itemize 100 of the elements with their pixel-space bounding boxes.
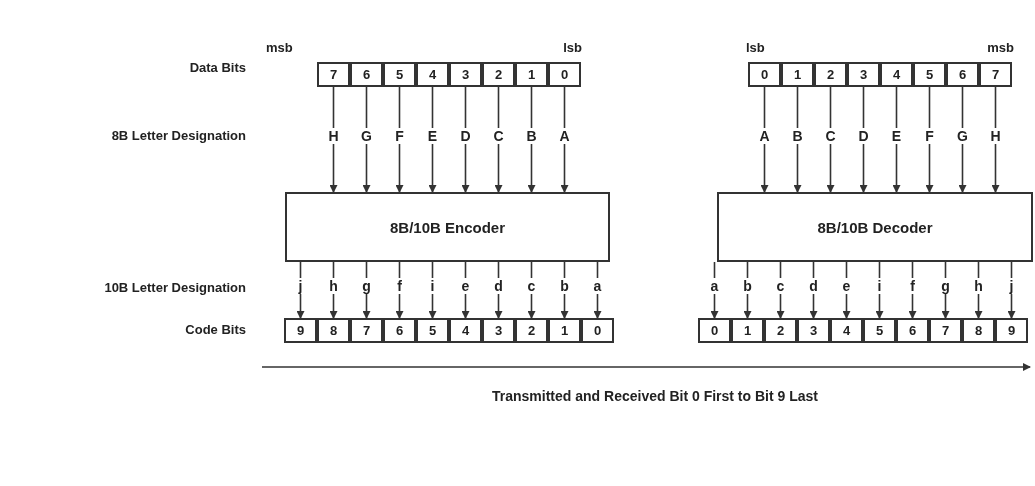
bit-order-label: msb [987, 40, 1014, 55]
bit-order-label: lsb [746, 40, 765, 55]
bit-cell: 4 [449, 318, 482, 343]
bit-cell: 3 [482, 318, 515, 343]
edge-label: B [525, 127, 538, 144]
process-box: 8B/10B Encoder [285, 192, 610, 262]
edge-label: f [396, 278, 403, 294]
edge-label: i [429, 278, 436, 294]
edge-label: H [989, 127, 1002, 144]
bit-cell: 0 [581, 318, 614, 343]
arrow [560, 86, 569, 193]
arrow [826, 86, 835, 193]
edge-label: e [841, 278, 852, 294]
bit-cell: 4 [880, 62, 913, 87]
edge-label: C [824, 127, 837, 144]
edge-label: i [876, 278, 883, 294]
arrow [593, 261, 602, 319]
bit-cell: 5 [913, 62, 946, 87]
row-heading: Data Bits [189, 60, 246, 75]
row-heading: 10B Letter Designation [104, 280, 246, 295]
bit-cell: 0 [548, 62, 581, 87]
bit-cell: 9 [284, 318, 317, 343]
arrow [991, 86, 1000, 193]
arrow [560, 261, 569, 319]
bit-cell: 1 [781, 62, 814, 87]
arrow [710, 261, 719, 319]
arrow [809, 261, 818, 319]
row-heading: Code Bits [185, 322, 246, 337]
edge-label: f [909, 278, 916, 294]
direction-caption: Transmitted and Received Bit 0 First to Bit 9 Last [492, 388, 818, 404]
bit-cell: 5 [383, 62, 416, 87]
bit-cell: 4 [416, 62, 449, 87]
row-heading: 8B Letter Designation [111, 128, 246, 143]
edge-label: H [327, 127, 340, 144]
edge-label: a [592, 278, 603, 294]
bit-cell: 4 [830, 318, 863, 343]
arrow [958, 86, 967, 193]
arrow [461, 86, 470, 193]
bit-cell: 7 [317, 62, 350, 87]
arrow [428, 261, 437, 319]
bit-cell: 3 [797, 318, 830, 343]
arrow [527, 86, 536, 193]
bit-cell: 1 [731, 318, 764, 343]
edge-label: G [956, 127, 969, 144]
bit-cell: 9 [995, 318, 1028, 343]
arrow [925, 86, 934, 193]
edge-label: D [459, 127, 472, 144]
arrow [776, 261, 785, 319]
edge-label: A [558, 127, 571, 144]
edge-label: E [426, 127, 439, 144]
bit-cell: 2 [764, 318, 797, 343]
bit-cell: 8 [962, 318, 995, 343]
edge-label: b [742, 278, 753, 294]
arrow [793, 86, 802, 193]
edge-label: E [890, 127, 903, 144]
arrow [329, 261, 338, 319]
arrow [395, 86, 404, 193]
bit-cell: 3 [847, 62, 880, 87]
edge-label: G [360, 127, 373, 144]
arrow [842, 261, 851, 319]
arrow [494, 261, 503, 319]
arrow [329, 86, 338, 193]
arrow [527, 261, 536, 319]
arrow [362, 86, 371, 193]
bit-cell: 3 [449, 62, 482, 87]
arrow [941, 261, 950, 319]
arrow [892, 86, 901, 193]
bit-order-label: msb [266, 40, 293, 55]
process-box: 8B/10B Decoder [717, 192, 1033, 262]
bit-cell: 2 [515, 318, 548, 343]
bit-order-label: lsb [563, 40, 582, 55]
edge-label: a [709, 278, 720, 294]
bit-cell: 6 [350, 62, 383, 87]
edge-label: c [775, 278, 786, 294]
bit-cell: 5 [416, 318, 449, 343]
edge-label: F [924, 127, 935, 144]
edge-label: d [808, 278, 819, 294]
bit-cell: 0 [748, 62, 781, 87]
bit-cell: 1 [515, 62, 548, 87]
edge-label: j [1008, 278, 1015, 294]
edge-label: e [460, 278, 471, 294]
bit-cell: 7 [979, 62, 1012, 87]
bit-cell: 1 [548, 318, 581, 343]
bit-cell: 0 [698, 318, 731, 343]
edge-label: A [758, 127, 771, 144]
bit-cell: 5 [863, 318, 896, 343]
edge-label: C [492, 127, 505, 144]
edge-label: F [394, 127, 405, 144]
arrow [859, 86, 868, 193]
edge-label: d [493, 278, 504, 294]
bit-cell: 6 [896, 318, 929, 343]
edge-label: c [526, 278, 537, 294]
bit-cell: 2 [814, 62, 847, 87]
arrow [362, 261, 371, 319]
bit-cell: 6 [383, 318, 416, 343]
edge-label: B [791, 127, 804, 144]
bit-cell: 6 [946, 62, 979, 87]
arrow [974, 261, 983, 319]
edge-label: g [361, 278, 372, 294]
bit-cell: 8 [317, 318, 350, 343]
